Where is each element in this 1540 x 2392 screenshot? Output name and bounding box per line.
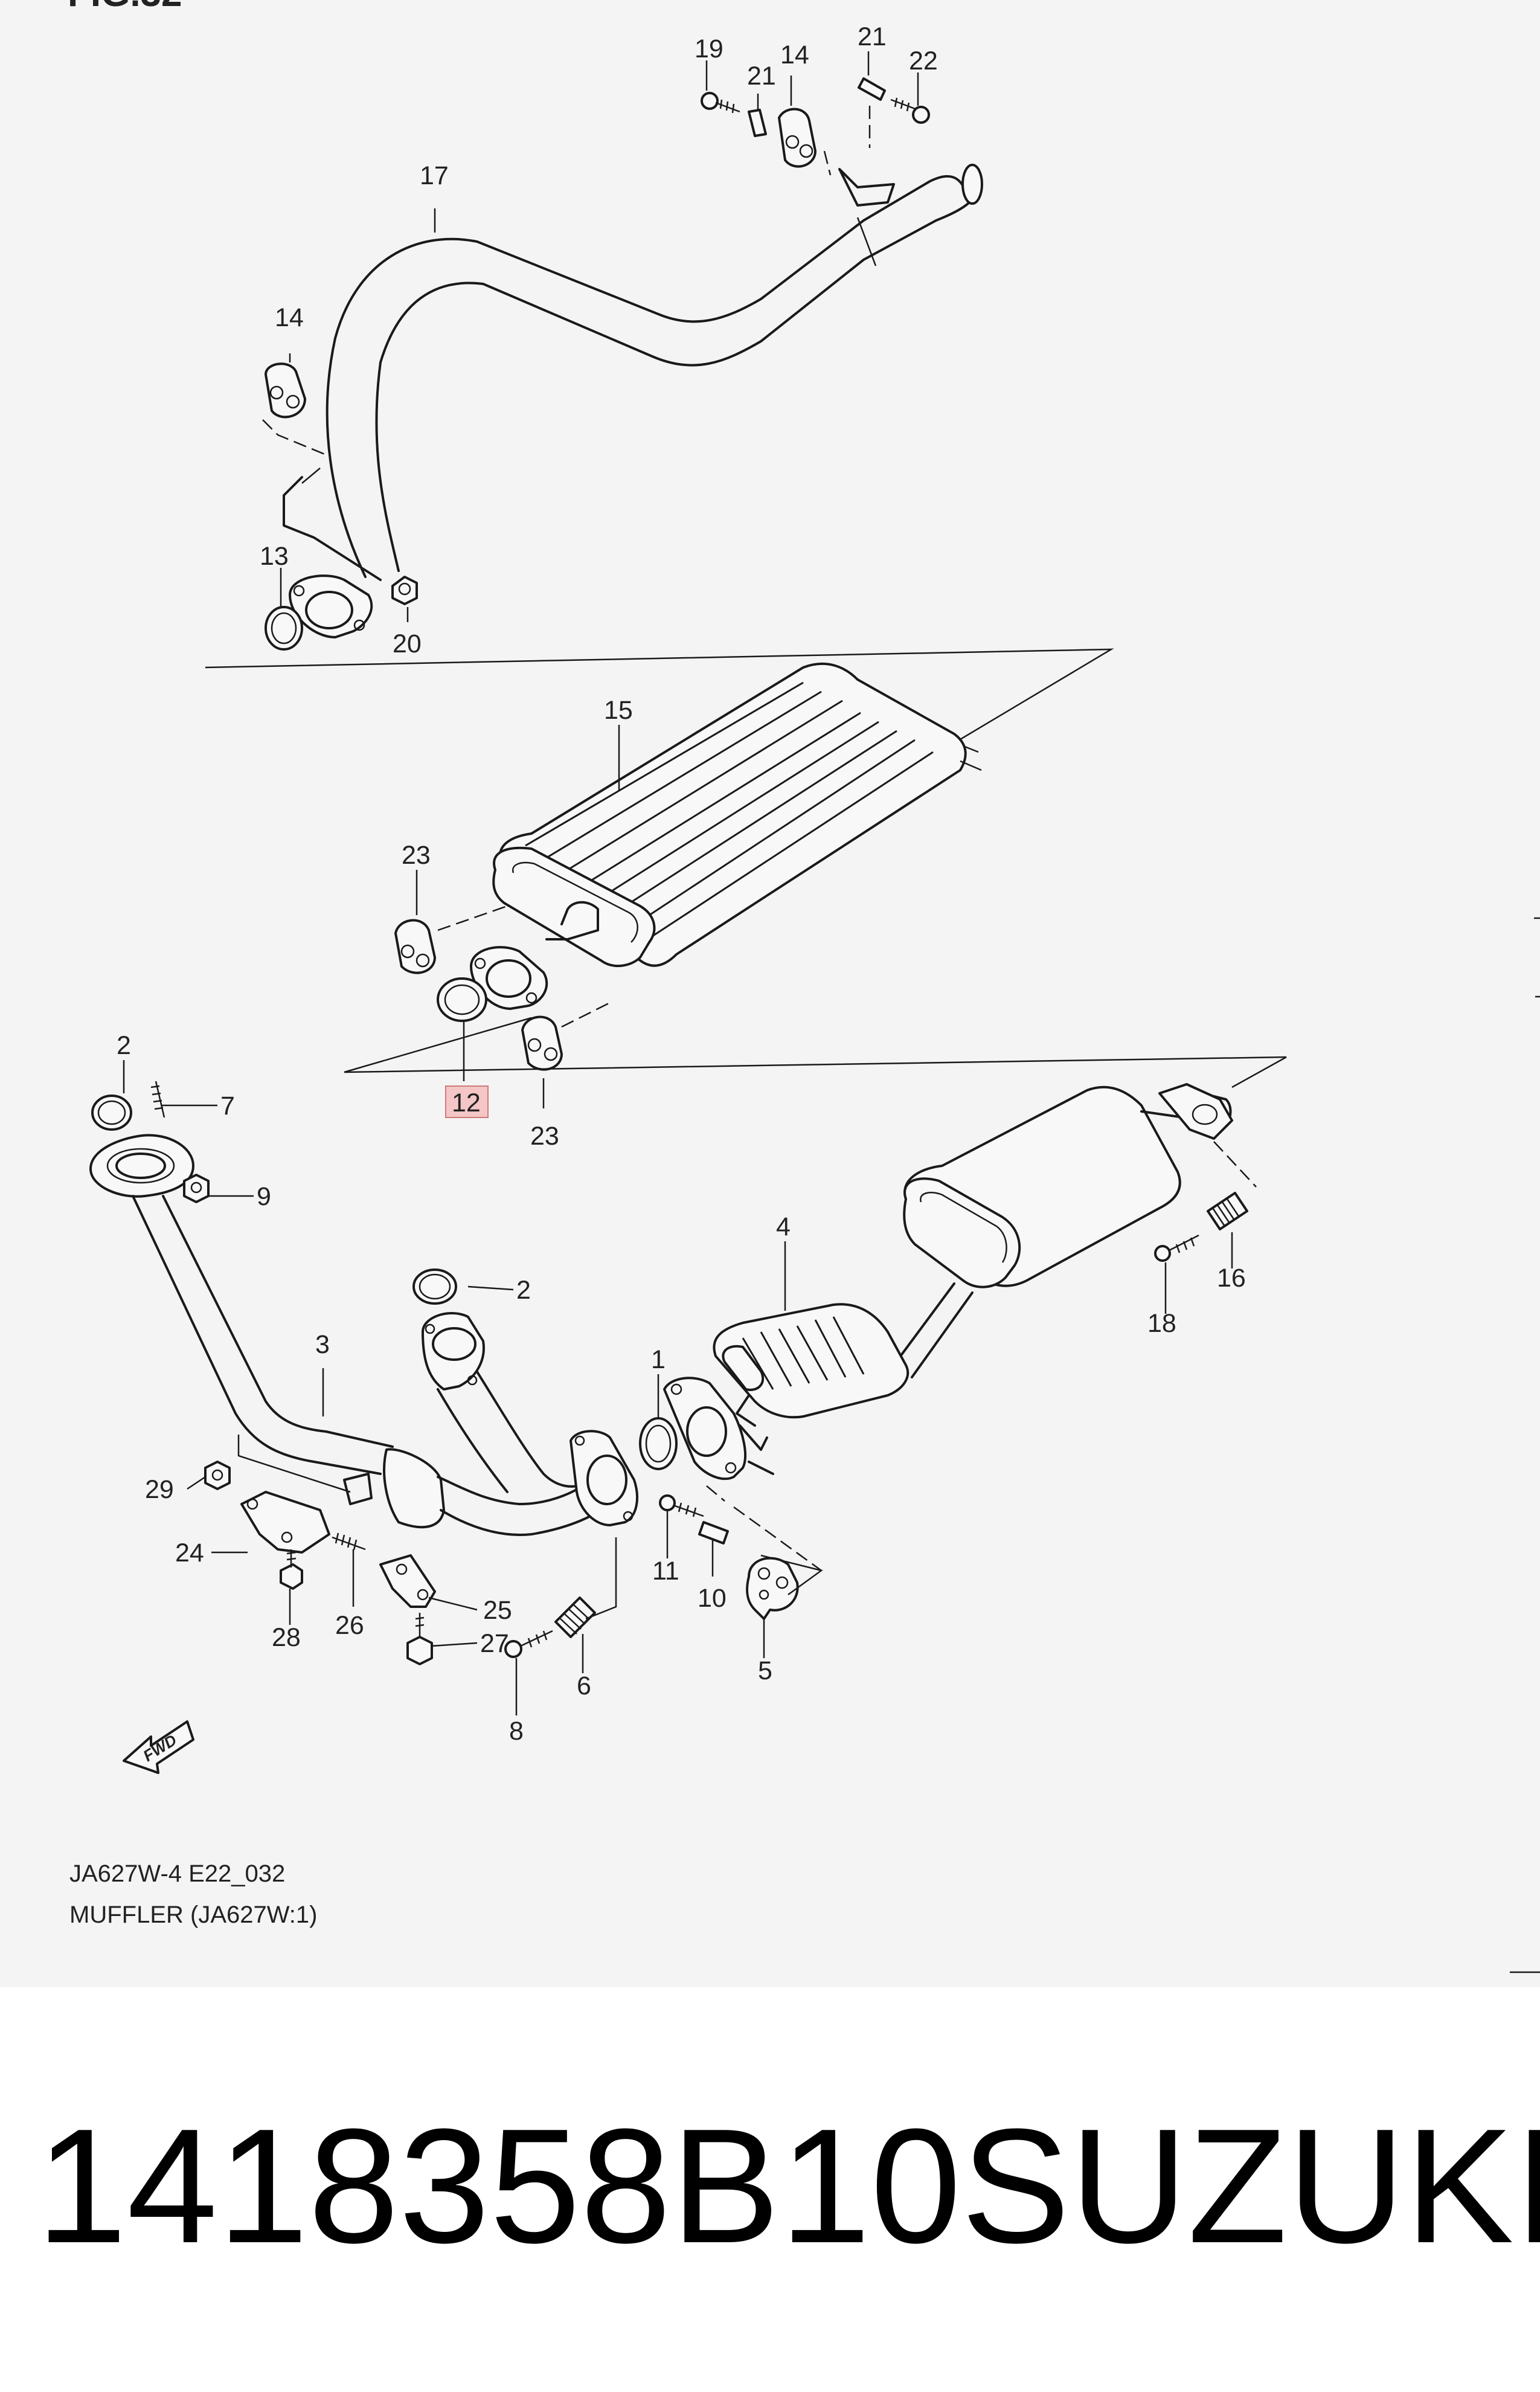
spring-6[interactable] — [554, 1596, 596, 1638]
bracket-25[interactable] — [379, 1554, 436, 1608]
callout-22[interactable]: 22 — [909, 47, 938, 76]
section-line-lower — [344, 1017, 532, 1073]
exploded-parts-diagram: FIG.32 — [68, 0, 1540, 1973]
hanger-5[interactable] — [746, 1557, 799, 1620]
mount-rubber-14-top[interactable] — [778, 108, 817, 168]
stud-11[interactable] — [659, 1494, 704, 1517]
callout-8[interactable]: 8 — [509, 1717, 524, 1746]
front-pipe-bracket — [343, 1473, 373, 1505]
callout-1[interactable]: 1 — [651, 1345, 666, 1374]
callout-14-left[interactable]: 14 — [275, 303, 304, 332]
callout-23-lower[interactable]: 23 — [530, 1122, 559, 1151]
muffler-inlet-pipe[interactable] — [470, 901, 599, 1010]
bolt-27[interactable] — [406, 1613, 433, 1665]
callout-26[interactable]: 26 — [335, 1611, 364, 1640]
callout-13[interactable]: 13 — [260, 542, 289, 571]
callout-7[interactable]: 7 — [220, 1092, 235, 1120]
converter-heat-shield-rod — [739, 1424, 774, 1475]
bracket-24[interactable] — [240, 1491, 330, 1554]
callout-14-top[interactable]: 14 — [780, 40, 809, 69]
stud-7[interactable] — [150, 1081, 165, 1118]
figure-header: FIG.32 — [68, 0, 182, 14]
callout-12[interactable]: 12 — [452, 1088, 481, 1117]
pin-21-left[interactable] — [748, 109, 767, 137]
figure-title: MUFFLER (JA627W:1) — [69, 1902, 318, 1928]
front-exhaust-pipe[interactable] — [89, 1134, 617, 1536]
callout-6[interactable]: 6 — [577, 1671, 591, 1700]
hanger-rod-upper[interactable] — [283, 476, 382, 581]
bolt-28[interactable] — [280, 1549, 303, 1590]
intermediate-pipe[interactable] — [893, 1282, 974, 1378]
nut-9[interactable] — [183, 1174, 210, 1203]
callout-4[interactable]: 4 — [776, 1212, 791, 1241]
pin-10[interactable] — [698, 1521, 729, 1545]
callout-18[interactable]: 18 — [1147, 1309, 1176, 1338]
bolt-8[interactable] — [504, 1630, 553, 1658]
callout-15[interactable]: 15 — [604, 696, 633, 725]
callout-24[interactable]: 24 — [175, 1538, 204, 1567]
callout-11[interactable]: 11 — [652, 1557, 679, 1586]
callout-25[interactable]: 25 — [483, 1596, 512, 1625]
section-line-upper — [205, 648, 1114, 744]
callout-10[interactable]: 10 — [698, 1584, 727, 1613]
catalytic-converter[interactable] — [713, 1303, 910, 1427]
spring-16[interactable] — [1207, 1192, 1248, 1230]
brand-name: SUZUKI — [961, 2095, 1540, 2277]
bolt-19[interactable] — [701, 92, 740, 114]
part-footer: 1418358B10 SUZUKI — [36, 2095, 1540, 2277]
callout-9[interactable]: 9 — [257, 1182, 271, 1211]
figure-code: JA627W-4 E22_032 — [69, 1860, 286, 1887]
callout-3[interactable]: 3 — [315, 1330, 330, 1359]
callout-21-left[interactable]: 21 — [747, 62, 776, 91]
callout-20[interactable]: 20 — [393, 629, 422, 658]
diagram-panel: FIG.32 — [0, 0, 1540, 1987]
bolt-22[interactable] — [890, 97, 930, 124]
callout-17[interactable]: 17 — [420, 161, 449, 190]
callout-27[interactable]: 27 — [480, 1629, 509, 1658]
callout-21-right[interactable]: 21 — [858, 22, 887, 51]
converter-inlet-flange[interactable] — [663, 1377, 747, 1481]
part-12-highlight — [445, 1085, 489, 1118]
mount-rubber-23-right[interactable] — [521, 1015, 563, 1071]
front-pipe-rear-flange[interactable] — [569, 1430, 638, 1526]
callout-5[interactable]: 5 — [758, 1656, 772, 1685]
callout-2-upper[interactable]: 2 — [117, 1031, 131, 1060]
callout-29[interactable]: 29 — [145, 1475, 174, 1504]
tail-pipe[interactable] — [326, 164, 983, 578]
center-muffler[interactable] — [903, 1083, 1233, 1288]
callout-19[interactable]: 19 — [695, 34, 723, 63]
pin-21-right[interactable] — [858, 77, 886, 101]
tail-pipe-flange[interactable] — [289, 574, 373, 638]
part-number: 1418358B10 — [36, 2095, 961, 2277]
mount-rubber-14-left[interactable] — [265, 362, 306, 419]
bolt-18[interactable] — [1154, 1234, 1199, 1262]
callout-16[interactable]: 16 — [1217, 1264, 1246, 1293]
callout-2-lower[interactable]: 2 — [516, 1276, 531, 1305]
fwd-arrow-icon: FWD — [123, 1720, 194, 1774]
nut-20[interactable] — [391, 576, 418, 605]
main-muffler[interactable] — [492, 662, 982, 968]
nut-29[interactable] — [204, 1461, 231, 1490]
mount-rubber-23-left[interactable] — [394, 919, 436, 974]
stud-26[interactable] — [332, 1532, 366, 1551]
callout-28[interactable]: 28 — [272, 1623, 301, 1652]
callout-23-upper[interactable]: 23 — [402, 841, 431, 870]
